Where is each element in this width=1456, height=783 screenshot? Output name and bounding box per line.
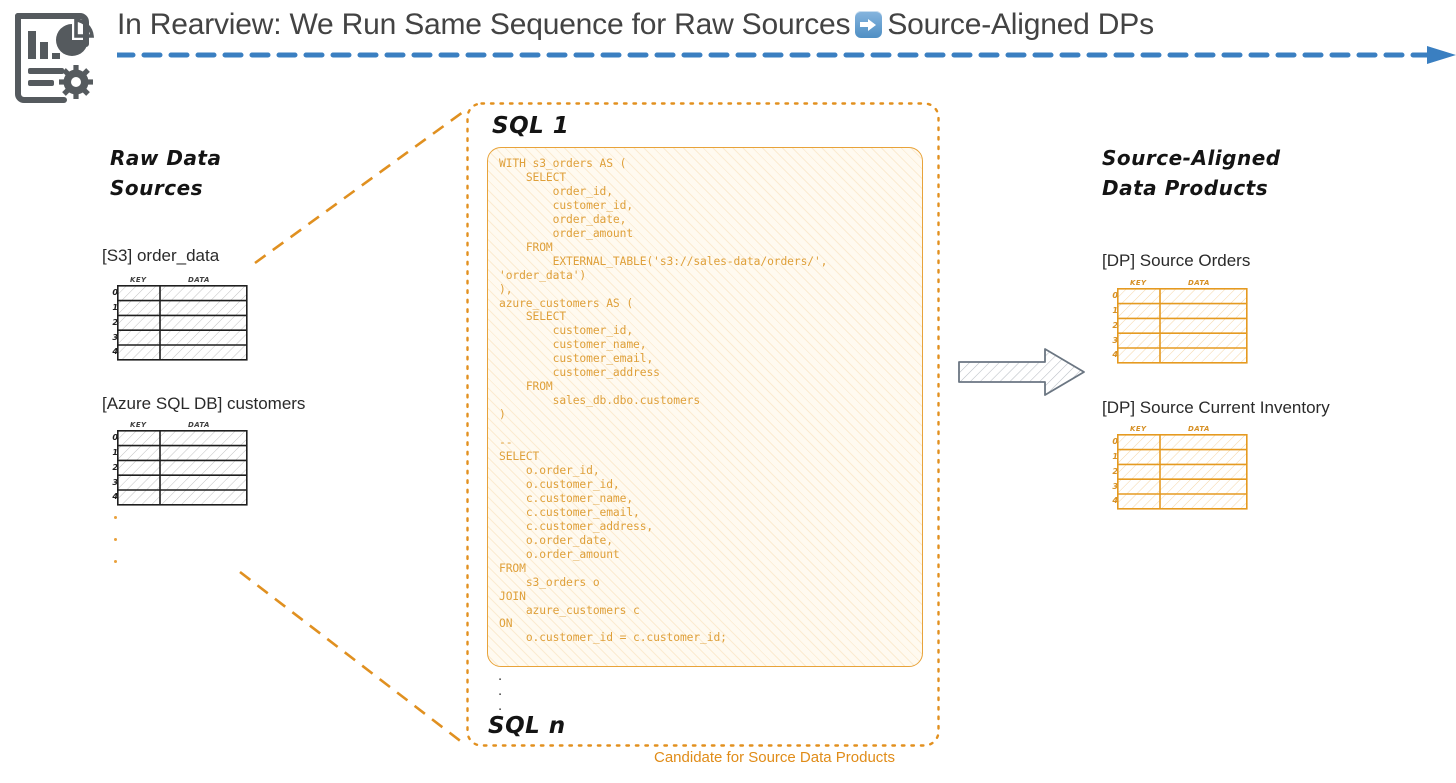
sql-container-caption: Candidate for Source Data Products [654,749,895,766]
column-header-key: KEY [130,276,147,284]
report-analytics-gear-icon [8,6,100,106]
ellipsis-dot: . [498,697,503,714]
ellipsis-dot [114,516,117,519]
source-aligned-heading-line2: Data Products [1102,176,1269,200]
row-number: 0 [1112,437,1118,446]
column-header-data: DATA [188,276,210,284]
right-arrow-emoji [855,11,883,38]
row-number: 2 [1112,321,1118,330]
raw-sources-ellipsis [114,516,117,582]
timeline-dashed-arrow [114,44,1456,66]
sql-vertical-ellipsis: . . . [498,668,502,713]
sql-code-block[interactable]: WITH s3_orders AS ( SELECT order_id, cus… [487,147,923,667]
raw-data-sources-heading: Raw Data Sources [110,143,222,203]
raw-data-sources-heading-line2: Sources [110,176,204,200]
row-number: 0 [112,433,118,442]
dp-table-source-orders: KEY DATA 0 1 2 3 4 [1105,278,1255,368]
page-title: In Rearview: We Run Same Sequence for Ra… [117,6,1297,44]
page-title-text-before: In Rearview: We Run Same Sequence for Ra… [117,8,851,41]
table-title-s3-order-data: [S3] order_data [102,246,220,265]
row-number: 4 [112,347,118,356]
row-number: 1 [1112,452,1118,461]
page-title-text-after: Source-Aligned DPs [887,8,1154,41]
source-aligned-data-products-heading: Source-Aligned Data Products [1102,143,1281,203]
source-aligned-heading-line1: Source-Aligned [1102,146,1281,170]
ellipsis-dot: . [498,682,503,699]
row-number: 3 [1112,336,1118,345]
sql-last-label: SQL n [488,713,566,739]
table-title-azure-sql-db-customers: [Azure SQL DB] customers [102,394,306,413]
column-header-data: DATA [1188,279,1210,287]
row-number: 3 [112,478,118,487]
hatched-right-arrow [957,345,1087,400]
row-number: 4 [1112,350,1118,359]
row-number: 2 [112,463,118,472]
sql-code-text: WITH s3_orders AS ( SELECT order_id, cus… [499,157,828,645]
row-number: 1 [112,448,118,457]
column-header-key: KEY [1130,279,1147,287]
row-number: 2 [112,318,118,327]
row-number: 3 [1112,482,1118,491]
row-number: 0 [1112,291,1118,300]
raw-table-s3-order-data: KEY DATA 0 1 2 3 4 [105,275,255,365]
ellipsis-dot [114,538,117,541]
sql-first-label: SQL 1 [492,113,570,139]
table-title-dp-source-orders: [DP] Source Orders [1102,251,1251,270]
row-number: 3 [112,333,118,342]
sql-candidate-container [466,102,940,747]
column-header-data: DATA [188,421,210,429]
row-number: 4 [1112,496,1118,505]
table-title-dp-source-current-inventory: [DP] Source Current Inventory [1102,398,1330,417]
row-number: 2 [1112,467,1118,476]
ellipsis-dot: . [498,667,503,684]
raw-data-sources-heading-line1: Raw Data [110,146,222,170]
row-number: 1 [112,303,118,312]
row-number: 1 [1112,306,1118,315]
column-header-key: KEY [1130,425,1147,433]
ellipsis-dot [114,560,117,563]
column-header-data: DATA [1188,425,1210,433]
row-number: 4 [112,492,118,501]
column-header-key: KEY [130,421,147,429]
raw-table-azure-customers: KEY DATA 0 1 2 3 4 [105,420,255,510]
row-number: 0 [112,288,118,297]
dp-table-source-current-inventory: KEY DATA 0 1 2 3 4 [1105,424,1255,514]
